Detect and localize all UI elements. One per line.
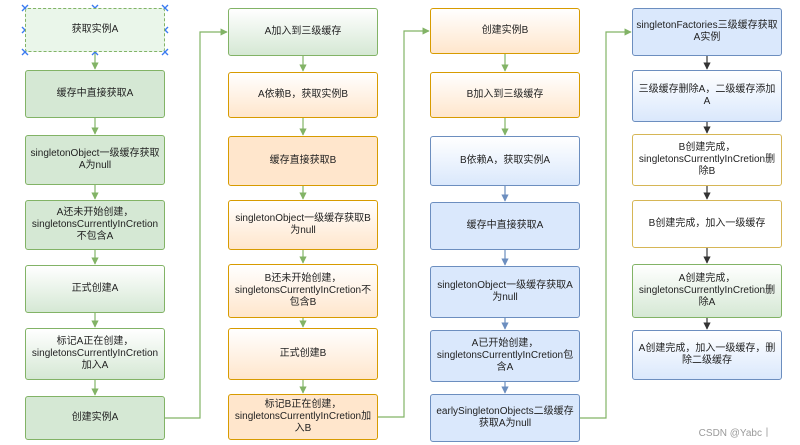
col3-step-1-node[interactable]: 创建实例B [430, 8, 580, 54]
col4-step-2-node[interactable]: 三级缓存删除A，二级缓存添加A [632, 70, 782, 122]
col3-step-5-node[interactable]: singletonObject一级缓存获取A为null [430, 266, 580, 318]
col1-step-7-node[interactable]: 创建实例A [25, 396, 165, 440]
col3-step-4-node[interactable]: 缓存中直接获取A [430, 202, 580, 250]
col2-step-3-node[interactable]: 缓存直接获取B [228, 136, 378, 186]
col1-step-2-node[interactable]: 缓存中直接获取A [25, 70, 165, 118]
col2-step-5-node[interactable]: B还未开始创建，singletonsCurrentlyInCretion不包含B [228, 264, 378, 318]
col4-step-6-node[interactable]: A创建完成，加入一级缓存，删除二级缓存 [632, 330, 782, 380]
link-col3-to-col4 [580, 28, 632, 419]
col3-step-3-node[interactable]: B依赖A，获取实例A [430, 136, 580, 186]
col1-step-1-node[interactable]: 获取实例A [25, 8, 165, 52]
col3-step-7-node[interactable]: earlySingletonObjects二级缓存获取A为null [430, 394, 580, 442]
col2-step-2-node[interactable]: A依赖B，获取实例B [228, 72, 378, 118]
col2-step-1-node[interactable]: A加入到三级缓存 [228, 8, 378, 56]
col2-step-6-node[interactable]: 正式创建B [228, 328, 378, 380]
col1-step-4-node[interactable]: A还未开始创建，singletonsCurrentlyInCretion不包含A [25, 200, 165, 250]
link-col1-to-col2 [165, 28, 228, 419]
col4-step-4-node[interactable]: B创建完成，加入一级缓存 [632, 200, 782, 248]
col1-step-6-node[interactable]: 标记A正在创建，singletonsCurrentlyInCretion加入A [25, 328, 165, 380]
col4-step-3-node[interactable]: B创建完成，singletonsCurrentlyInCretion删除B [632, 134, 782, 186]
col2-step-4-node[interactable]: singletonObject一级缓存获取B为null [228, 200, 378, 250]
col1-step-3-node[interactable]: singletonObject一级缓存获取A为null [25, 135, 165, 185]
col4-step-1-node[interactable]: singletonFactories三级缓存获取A实例 [632, 8, 782, 56]
col4-step-5-node[interactable]: A创建完成，singletonsCurrentlyInCretion删除A [632, 264, 782, 318]
col3-step-6-node[interactable]: A已开始创建，singletonsCurrentlyInCretion包含A [430, 330, 580, 382]
col2-step-7-node[interactable]: 标记B正在创建，singletonsCurrentlyInCretion加入B [228, 394, 378, 440]
watermark: CSDN @Yabc丨 [698, 428, 772, 439]
col3-step-2-node[interactable]: B加入到三级缓存 [430, 72, 580, 118]
link-col2-to-col3 [378, 27, 430, 418]
col1-step-5-node[interactable]: 正式创建A [25, 265, 165, 313]
